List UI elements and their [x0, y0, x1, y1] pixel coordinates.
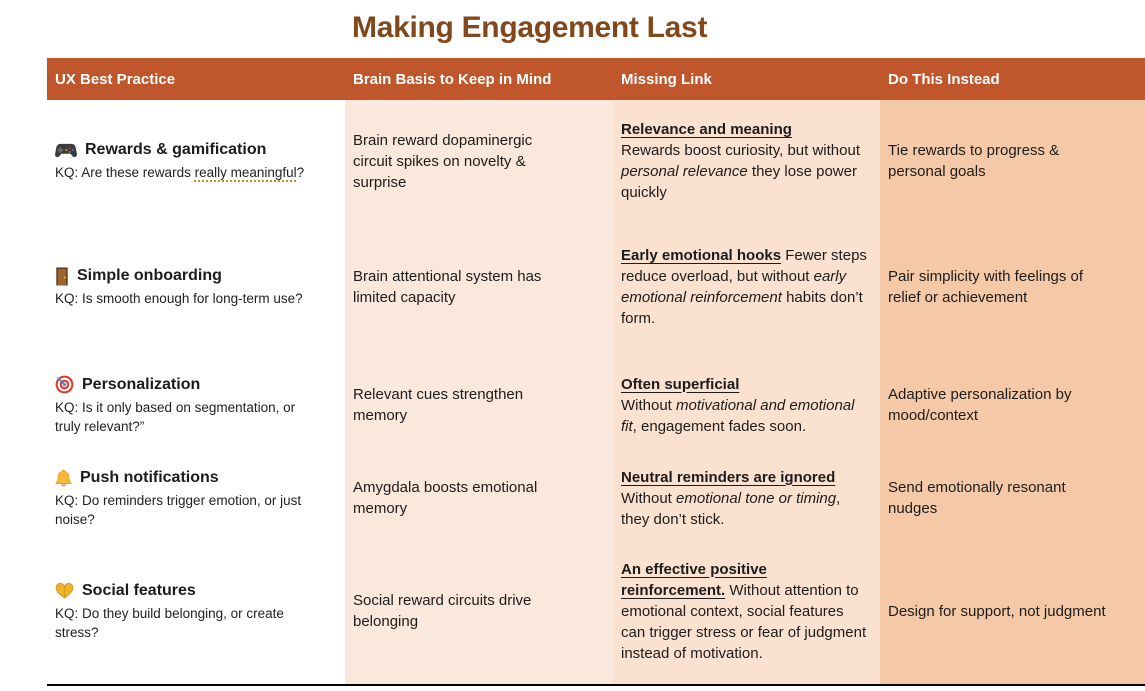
header-cell-brain-basis: Brain Basis to Keep in Mind [345, 58, 613, 100]
missing-link-lead: Early emotional hooks [621, 247, 782, 264]
practice-label: Push notifications [80, 468, 219, 486]
header-cell-do-this-instead: Do This Instead [880, 58, 1145, 100]
dart-target-icon [55, 375, 74, 394]
door-icon [55, 266, 69, 286]
missing-link-lead: Neutral reminders are ignored [621, 468, 836, 486]
game-controller-icon [55, 143, 77, 158]
brain-cell: Brain attentional system has limited cap… [345, 222, 613, 352]
missing-link-lead: Relevance and meaning [621, 121, 792, 138]
key-question: KQ: Is it only based on segmentation, or… [55, 399, 296, 434]
header-cell-missing-link: Missing Link [613, 58, 880, 100]
missing-link-cell: Early emotional hooks Fewer steps reduce… [613, 222, 880, 352]
missing-link-cell: An effective positive reinforcement. Wit… [613, 538, 880, 684]
brain-cell: Relevant cues strengthen memory [345, 352, 613, 458]
practice-heading: Rewards & gamification [55, 140, 305, 160]
missing-link-lead: Often superficial [621, 375, 740, 393]
heart-hands-icon [55, 582, 74, 599]
do-instead-cell: Tie rewards to progress & personal goals [880, 100, 1145, 222]
engagement-table: UX Best Practice Brain Basis to Keep in … [47, 58, 1145, 686]
key-question: KQ: Do they build belonging, or create s… [55, 605, 284, 640]
key-question: KQ: Do reminders trigger emotion, or jus… [55, 492, 302, 527]
practice-heading: Simple onboarding [55, 266, 305, 286]
brain-cell: Social reward circuits drive belonging [345, 538, 613, 684]
practice-label: Simple onboarding [77, 267, 222, 284]
do-instead-cell: Design for support, not judgment [880, 538, 1145, 684]
key-question: KQ: Are these rewards really meaningful? [55, 165, 305, 180]
practice-cell: Social features KQ: Do they build belong… [47, 538, 345, 684]
page-title: Making Engagement Last [352, 11, 708, 44]
practice-heading: Personalization [55, 375, 305, 395]
header-cell-ux-best-practice: UX Best Practice [47, 58, 345, 100]
bell-icon [55, 469, 72, 487]
dotted-underline-text: really meaningful [194, 165, 297, 180]
practice-cell: Rewards & gamification KQ: Are these rew… [47, 100, 345, 222]
brain-cell: Brain reward dopaminergic circuit spikes… [345, 100, 613, 222]
brain-cell: Amygdala boosts emotional memory [345, 458, 613, 538]
missing-link-lead: An effective positive reinforcement. [621, 560, 767, 599]
practice-label: Social features [82, 581, 196, 599]
practice-label: Rewards & gamification [85, 141, 267, 158]
key-question: KQ: Is smooth enough for long-term use? [55, 291, 303, 306]
do-instead-cell: Adaptive personalization by mood/context [880, 352, 1145, 458]
do-instead-cell: Pair simplicity with feelings of relief … [880, 222, 1145, 352]
practice-cell: Simple onboarding KQ: Is smooth enough f… [47, 222, 345, 352]
practice-cell: Push notifications KQ: Do reminders trig… [47, 458, 345, 538]
practice-heading: Social features [55, 581, 305, 601]
practice-heading: Push notifications [55, 468, 305, 488]
practice-label: Personalization [82, 375, 201, 393]
practice-cell: Personalization KQ: Is it only based on … [47, 352, 345, 458]
do-instead-cell: Send emotionally resonant nudges [880, 458, 1145, 538]
